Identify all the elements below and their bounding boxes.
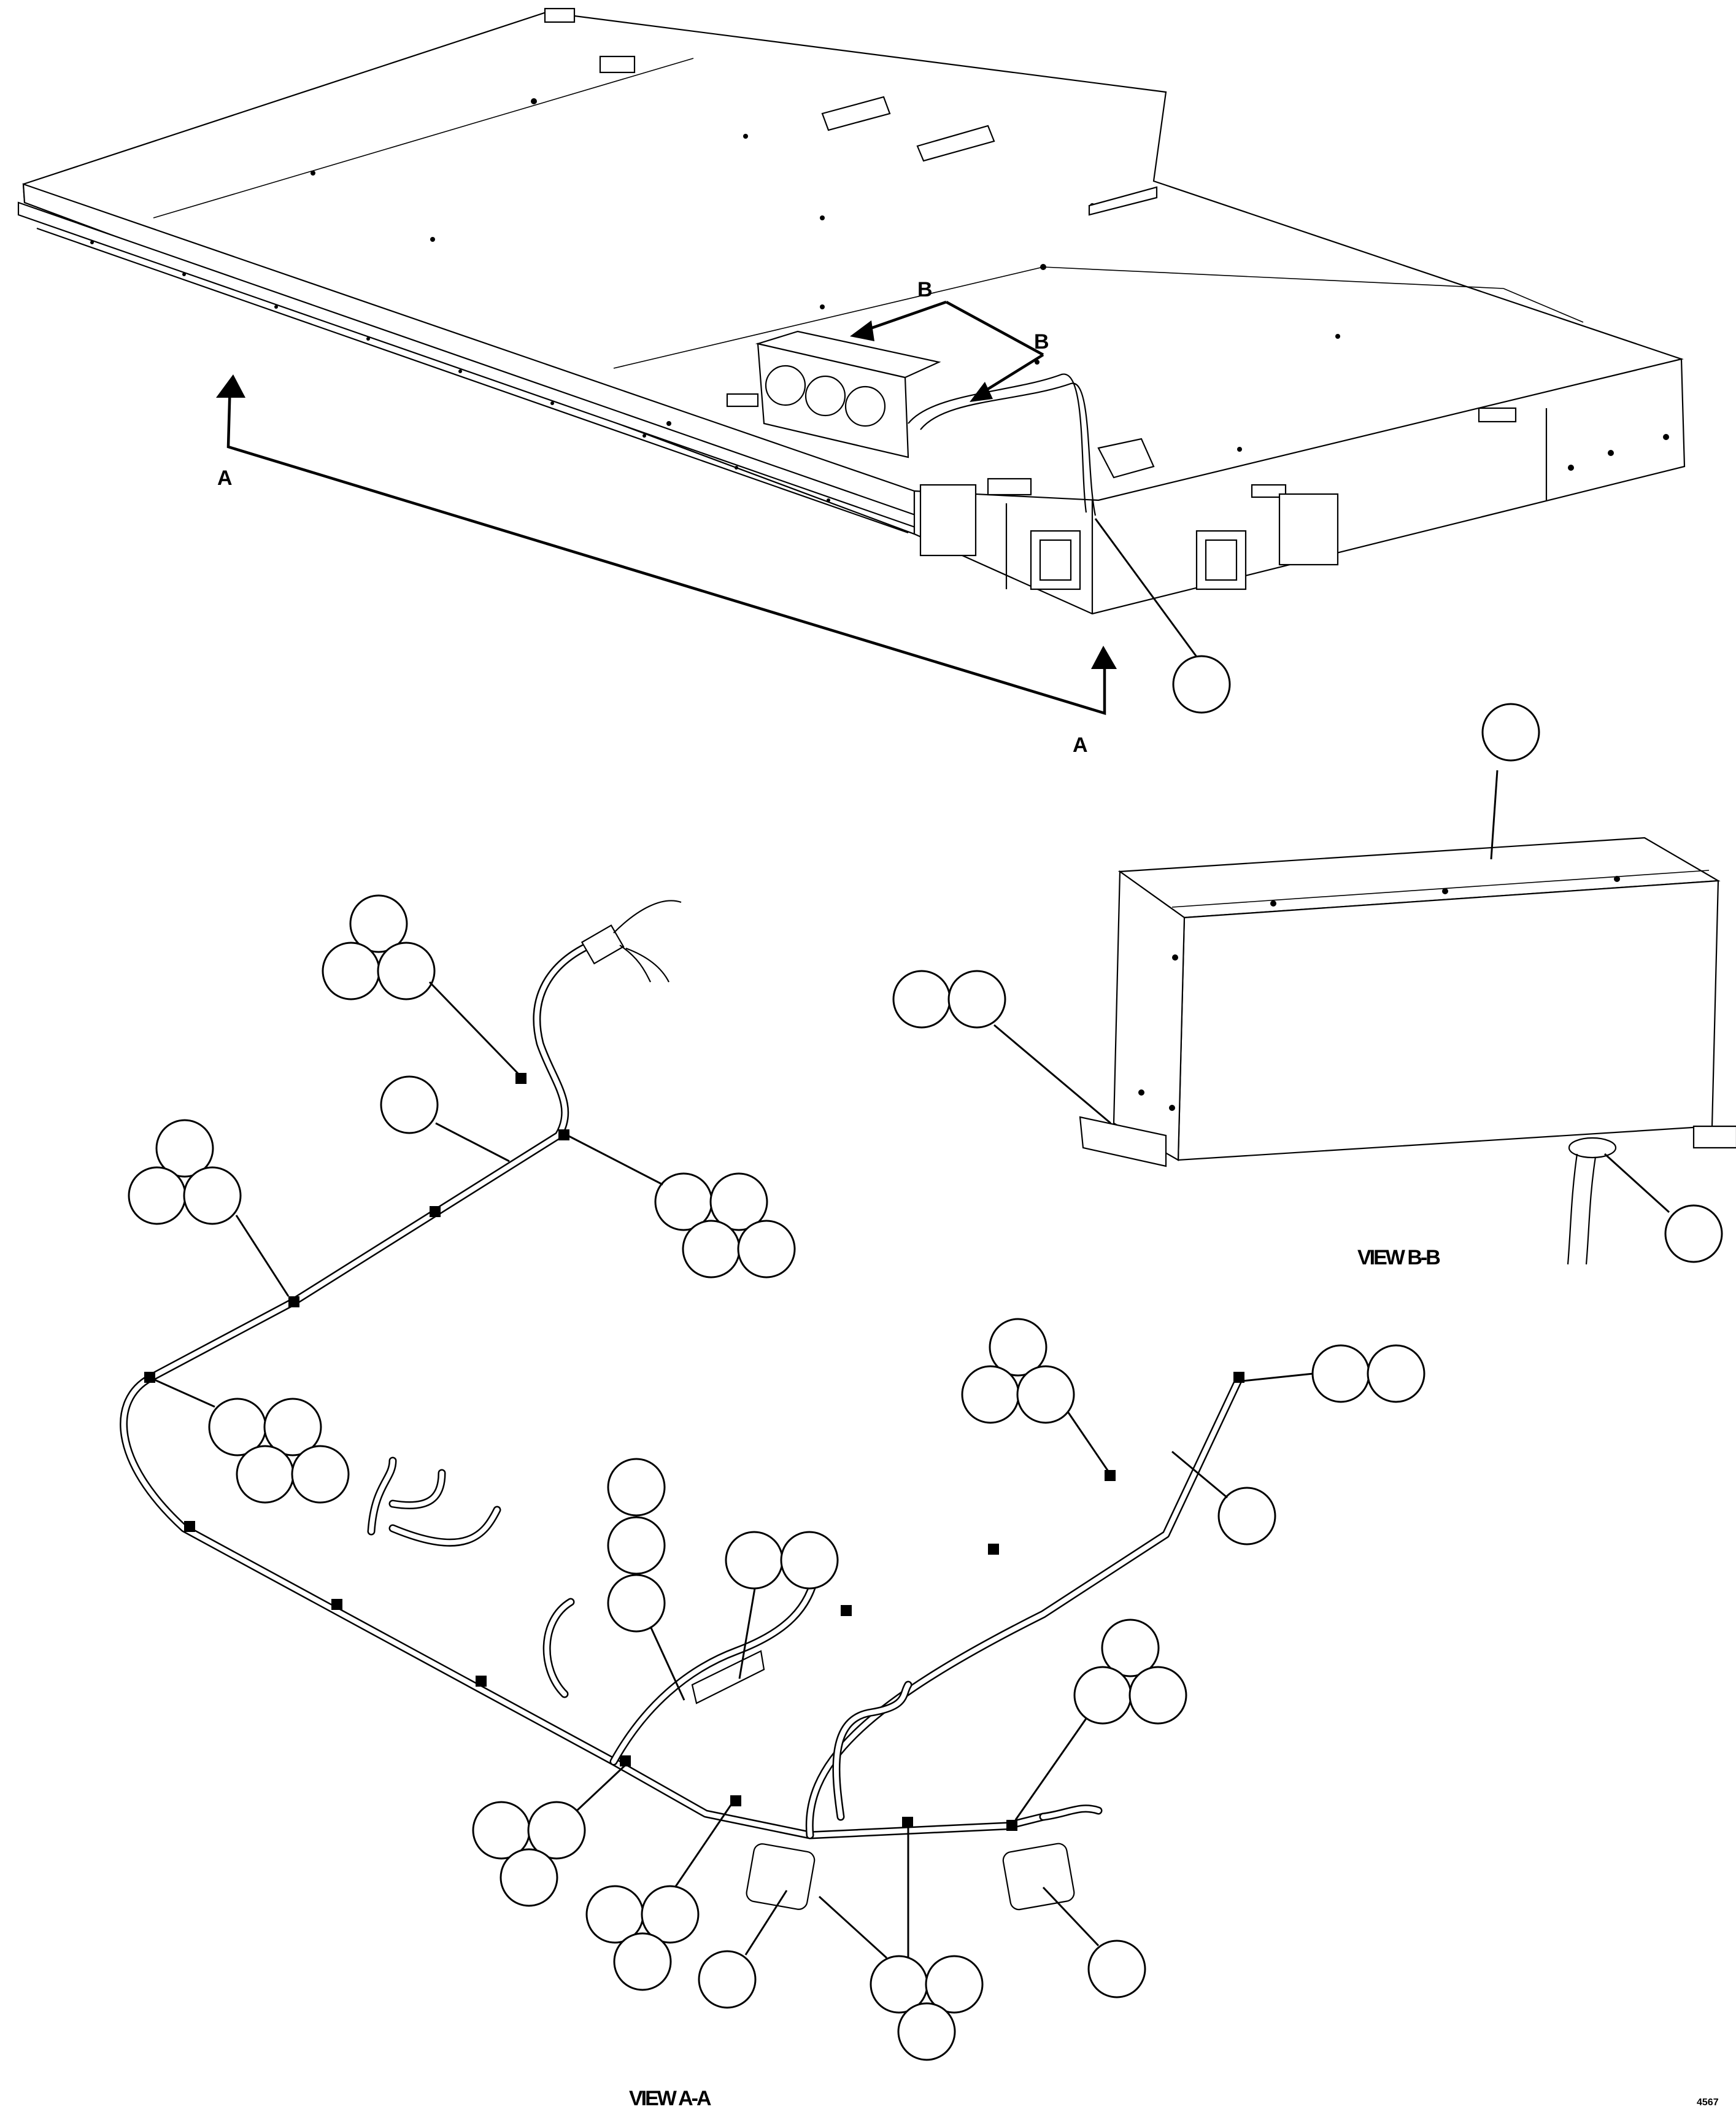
section-label-a-left: A	[217, 466, 233, 490]
lamp-housing-right	[1002, 1843, 1075, 1911]
view-a-label: VIEW A-A	[629, 2087, 711, 2110]
callout-balloon	[1481, 703, 1540, 762]
section-label-a-right: A	[1073, 733, 1088, 757]
junction-block	[691, 1650, 765, 1704]
deck-brackets	[544, 7, 1517, 498]
view-b-box: VIEW B-B	[892, 703, 1736, 1269]
main-view-callout	[1094, 518, 1231, 714]
view-a-harness: VIEW A-A	[120, 894, 1425, 2110]
callout-balloon	[947, 970, 1006, 1029]
box-front	[1177, 880, 1719, 1161]
section-label-b-upper: B	[917, 278, 933, 301]
light-box-on-deck	[755, 330, 941, 458]
harness-clips	[144, 1073, 1244, 1831]
section-b-marker: B B	[850, 278, 1049, 402]
box-side	[1113, 870, 1186, 1161]
view-b-label: VIEW B-B	[1357, 1246, 1440, 1269]
callout-balloon	[1664, 1204, 1723, 1263]
top-connector	[581, 900, 682, 983]
deck-right-face	[913, 358, 1686, 615]
front-panel-right	[1278, 493, 1339, 566]
section-label-b-lower: B	[1034, 330, 1049, 354]
rivet-holes	[311, 98, 1669, 471]
front-panel-left	[919, 484, 977, 557]
callout-balloon	[892, 970, 951, 1029]
callout-balloon	[1172, 655, 1231, 714]
view-a-callouts	[128, 894, 1425, 2061]
drawing-code: 4567	[1697, 2097, 1719, 2108]
section-a-marker: A A	[216, 374, 1117, 757]
deck-assembly	[17, 7, 1686, 615]
rail-holes	[90, 241, 830, 502]
lamp-housing-left	[746, 1843, 816, 1910]
